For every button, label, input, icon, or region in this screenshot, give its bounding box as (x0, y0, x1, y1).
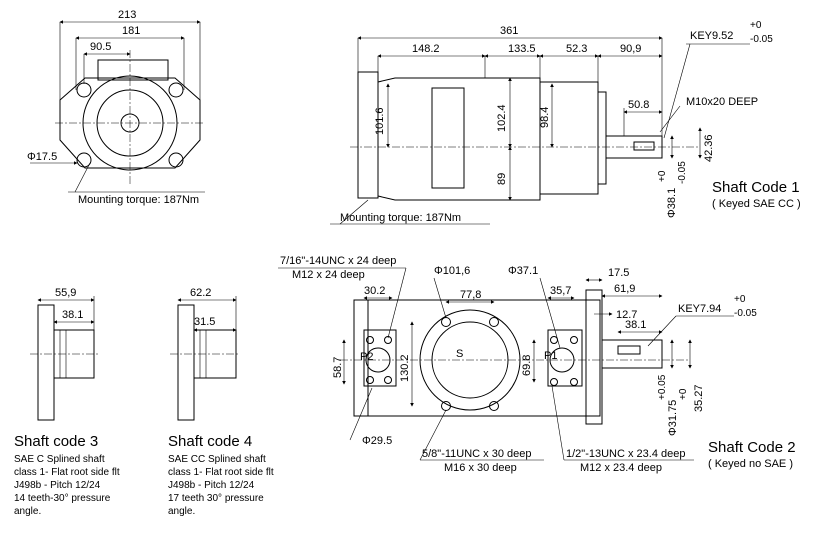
dim-148-2: 148.2 (412, 43, 440, 55)
dim-89: 89 (496, 173, 508, 185)
front-bolt-hole-br (168, 152, 184, 168)
port-thread-bot-2: M16 x 30 deep (444, 462, 517, 474)
port-thread-top-2: M12 x 24 deep (292, 269, 365, 281)
shaft-code-3-title: Shaft code 3 (14, 433, 98, 450)
side-shaft-key (633, 141, 655, 151)
dim-58-7: 58.7 (332, 357, 344, 378)
shaft4-flange (177, 304, 195, 421)
side-rear-pilot (597, 91, 607, 185)
side-shaft-tol-upper: +0 (657, 170, 668, 182)
front-bolt-hole-bl (76, 152, 92, 168)
shaft3-flange (37, 304, 55, 421)
side-shaft-dia: Φ38.1 (666, 188, 678, 218)
port-p2-label: P2 (360, 351, 373, 363)
shaft-code-1: Shaft Code 1 ( Keyed SAE CC ) (712, 179, 801, 210)
port-key-tol-upper: +0 (734, 294, 746, 305)
port-shaft-key (617, 345, 641, 355)
shaft-code-1-title: Shaft Code 1 (712, 179, 800, 196)
front-bolt-hole-tl (76, 82, 92, 98)
port-view: P2 S P1 7/16"-14UNC x 24 deep M12 x 24 d… (278, 255, 757, 474)
port-s-label: S (456, 348, 463, 360)
dim-12-7: 12.7 (616, 309, 637, 321)
front-view: 213 181 90.5 Φ17.5 Mounting torque: 187N… (27, 9, 205, 206)
dim-133-5: 133.5 (508, 43, 536, 55)
side-key-tol-upper: +0 (750, 20, 762, 31)
dim-101-6: 101.6 (374, 107, 386, 135)
dim-phi-17-5: Φ17.5 (27, 151, 57, 163)
dim-77-8: 77,8 (460, 289, 481, 301)
dim-42-36: 42.36 (703, 134, 715, 162)
port-key-label: KEY7.94 (678, 303, 721, 315)
port-p1-label: P1 (544, 350, 557, 362)
dim-213: 213 (118, 9, 136, 21)
dim-90-5: 90.5 (90, 41, 111, 53)
side-thread-label: M10x20 DEEP (686, 96, 758, 108)
port-shaft-tol-lower: +0 (678, 388, 689, 400)
dim-55-9: 55,9 (55, 287, 76, 299)
front-bolt-hole-tr (168, 82, 184, 98)
shaft3-desc-1: SAE C Splined shaft (14, 454, 105, 465)
shaft-code-3: 55,9 38.1 Shaft code 3 SAE C Splined sha… (14, 287, 120, 517)
shaft-code-2-title: Shaft Code 2 (708, 439, 796, 456)
shaft-code-4-title: Shaft code 4 (168, 433, 252, 450)
port-dia-29: Φ29.5 (362, 435, 392, 447)
shaft-code-1-subtitle: ( Keyed SAE CC ) (712, 198, 801, 210)
port-shaft-tol-upper: +0.05 (657, 374, 668, 400)
dim-17-5: 17.5 (608, 267, 629, 279)
side-mounting-torque: Mounting torque: 187Nm (340, 212, 461, 224)
dim-98-4: 98.4 (539, 107, 551, 128)
port-thread-bot-1: 5/8"-11UNC x 30 deep (422, 448, 531, 460)
front-mounting-torque: Mounting torque: 187Nm (78, 194, 199, 206)
side-key-tol-lower: -0.05 (750, 34, 773, 45)
port-body (367, 299, 601, 417)
port-shaft-dia: Φ31.75 (667, 400, 679, 436)
dim-69-8: 69.8 (521, 355, 533, 376)
side-shaft-tol-lower: -0.05 (677, 161, 688, 184)
dim-35-27: 35.27 (693, 384, 705, 412)
shaft3-desc-4: 14 teeth-30° pressure (14, 493, 111, 504)
dim-31-5: 31.5 (194, 316, 215, 328)
front-top-boss (97, 59, 169, 81)
side-body (377, 77, 541, 201)
port-thread-bot-3: 1/2"-13UNC x 23.4 deep (566, 448, 685, 460)
port-thread-bot-4: M12 x 23.4 deep (580, 462, 662, 474)
port-shaft (601, 339, 663, 369)
dim-90-9: 90,9 (620, 43, 641, 55)
shaft3-desc-3: J498b - Pitch 12/24 (14, 480, 101, 491)
port-key-tol-lower: -0.05 (734, 308, 757, 319)
side-center-boss (431, 87, 465, 189)
dim-62-2: 62.2 (190, 287, 211, 299)
side-rear-section (539, 81, 599, 195)
port-p1-pad (547, 329, 583, 387)
shaft-code-2: Shaft Code 2 ( Keyed no SAE ) (708, 439, 796, 470)
shaft3-desc-5: angle. (14, 506, 41, 517)
shaft-code-2-subtitle: ( Keyed no SAE ) (708, 458, 793, 470)
shaft4-desc-1: SAE CC Splined shaft (168, 454, 266, 465)
dim-130-2: 130.2 (399, 354, 411, 382)
port-thread-top-1: 7/16"-14UNC x 24 deep (280, 255, 396, 267)
shaft-code-4: 62.2 31.5 Shaft code 4 SAE CC Splined sh… (168, 287, 274, 517)
dim-61-9: 61,9 (614, 283, 635, 295)
dim-35-7: 35,7 (550, 285, 571, 297)
port-p2-pad (363, 329, 397, 387)
dim-38-1-s3: 38.1 (62, 309, 83, 321)
dim-102-4: 102.4 (496, 104, 508, 132)
shaft4-desc-4: 17 teeth 30° pressure (168, 493, 264, 504)
shaft4-desc-2: class 1- Flat root side flt (168, 467, 274, 478)
side-view: 361 148.2 133.5 52.3 90,9 101.6 102.4 98… (330, 20, 773, 225)
dim-50-8: 50.8 (628, 99, 649, 111)
shaft4-desc-3: J498b - Pitch 12/24 (168, 480, 255, 491)
dim-30-2: 30.2 (364, 285, 385, 297)
dim-361: 361 (500, 25, 518, 37)
dim-181: 181 (122, 25, 140, 37)
dim-38-1-port: 38.1 (625, 319, 646, 331)
side-key-label: KEY9.52 (690, 30, 733, 42)
shaft4-desc-5: angle. (168, 506, 195, 517)
port-dia-101: Φ101,6 (434, 265, 470, 277)
port-dia-37: Φ37.1 (508, 265, 538, 277)
dim-52-3: 52.3 (566, 43, 587, 55)
shaft3-desc-2: class 1- Flat root side flt (14, 467, 120, 478)
